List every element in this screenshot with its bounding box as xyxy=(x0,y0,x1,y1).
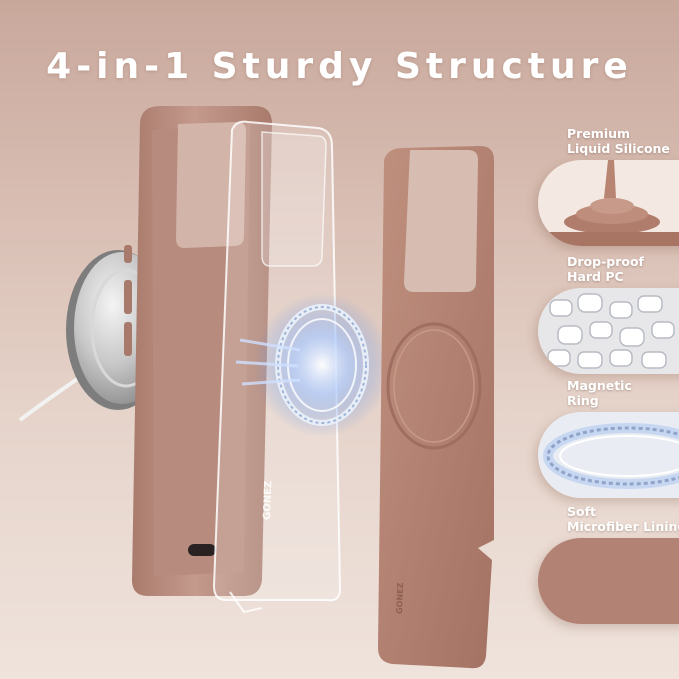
feature-label-microfiber: Soft Microfiber Lining xyxy=(567,504,679,534)
feature-label-line1: Magnetic xyxy=(567,378,632,393)
feature-label-line2: Hard PC xyxy=(567,269,624,284)
feature-label-line2: Ring xyxy=(567,393,599,408)
microfiber-swatch xyxy=(538,538,679,624)
brand-mark-lining: GONEZ xyxy=(395,582,405,614)
feature-label-magnetic: Magnetic Ring xyxy=(567,378,632,408)
microfiber-lining xyxy=(378,146,494,669)
feature-label-line2: Liquid Silicone xyxy=(567,141,670,156)
brand-mark-clear: GONEZ xyxy=(262,481,274,521)
feature-label-line1: Premium xyxy=(567,126,631,141)
feature-label-line2: Microfiber Lining xyxy=(567,519,679,534)
pc-pellets-swatch xyxy=(538,288,679,374)
feature-label-pc: Drop-proof Hard PC xyxy=(567,254,644,284)
feature-label-line1: Drop-proof xyxy=(567,254,644,269)
feature-label-line1: Soft xyxy=(567,504,597,519)
liquid-silicone-swatch xyxy=(538,160,679,246)
magnetic-ring-swatch xyxy=(538,412,679,498)
magnetic-ring xyxy=(235,293,390,437)
headline: 4-in-1 Sturdy Structure xyxy=(46,46,633,87)
feature-label-silicone: Premium Liquid Silicone xyxy=(567,126,670,156)
